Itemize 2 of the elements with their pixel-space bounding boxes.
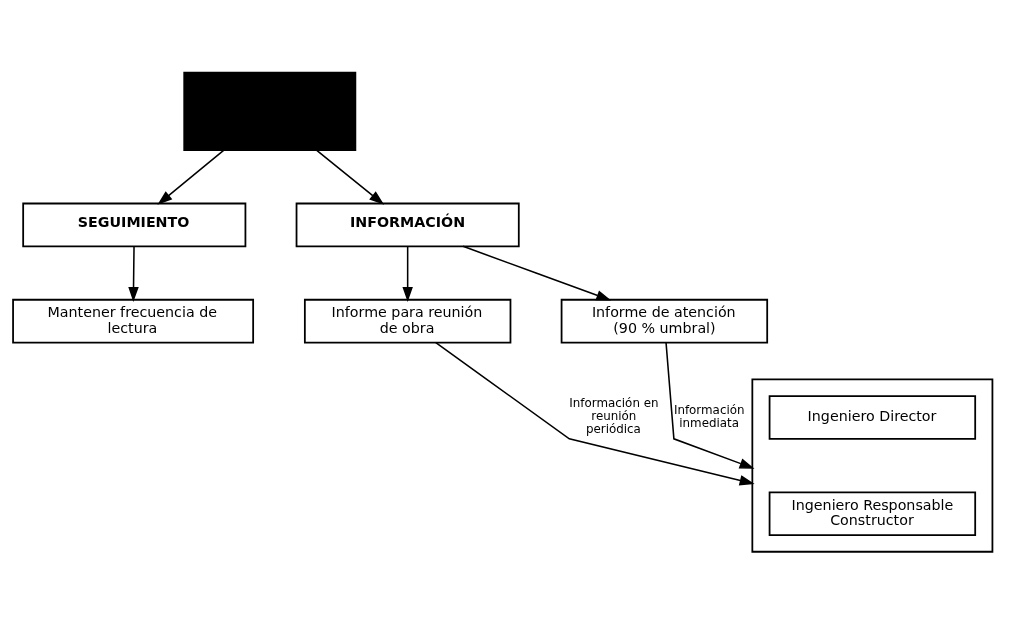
edge-label: Información en reunión periódica — [569, 395, 659, 436]
edge-label: Información inmediata — [673, 402, 745, 430]
